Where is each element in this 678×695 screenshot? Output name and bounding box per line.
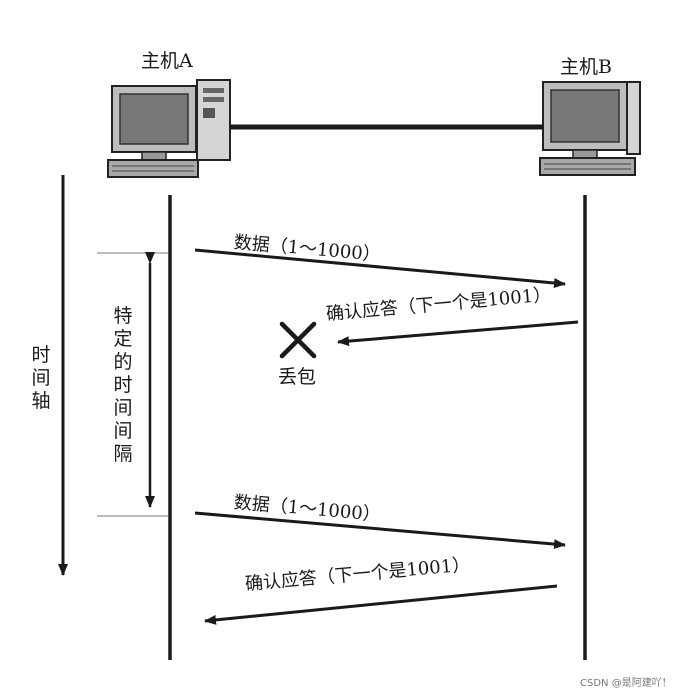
message-arrow-4 [204,584,558,625]
host-b-computer-icon [539,81,641,176]
message-arrow-1 [194,248,566,288]
lost-label: 丢包 [278,366,317,388]
host-a-label: 主机A [141,50,193,72]
message-arrow-3 [194,511,566,550]
watermark: CSDN @是阿建吖！ [580,678,672,689]
message-arrow-2 [337,320,579,347]
lost-x-icon [279,321,317,359]
host-a-computer-icon [107,79,231,178]
interval-label: 特定的时间间隔 [113,305,133,465]
host-b-label: 主机B [560,56,612,78]
time-axis-label: 时间轴 [31,344,51,412]
